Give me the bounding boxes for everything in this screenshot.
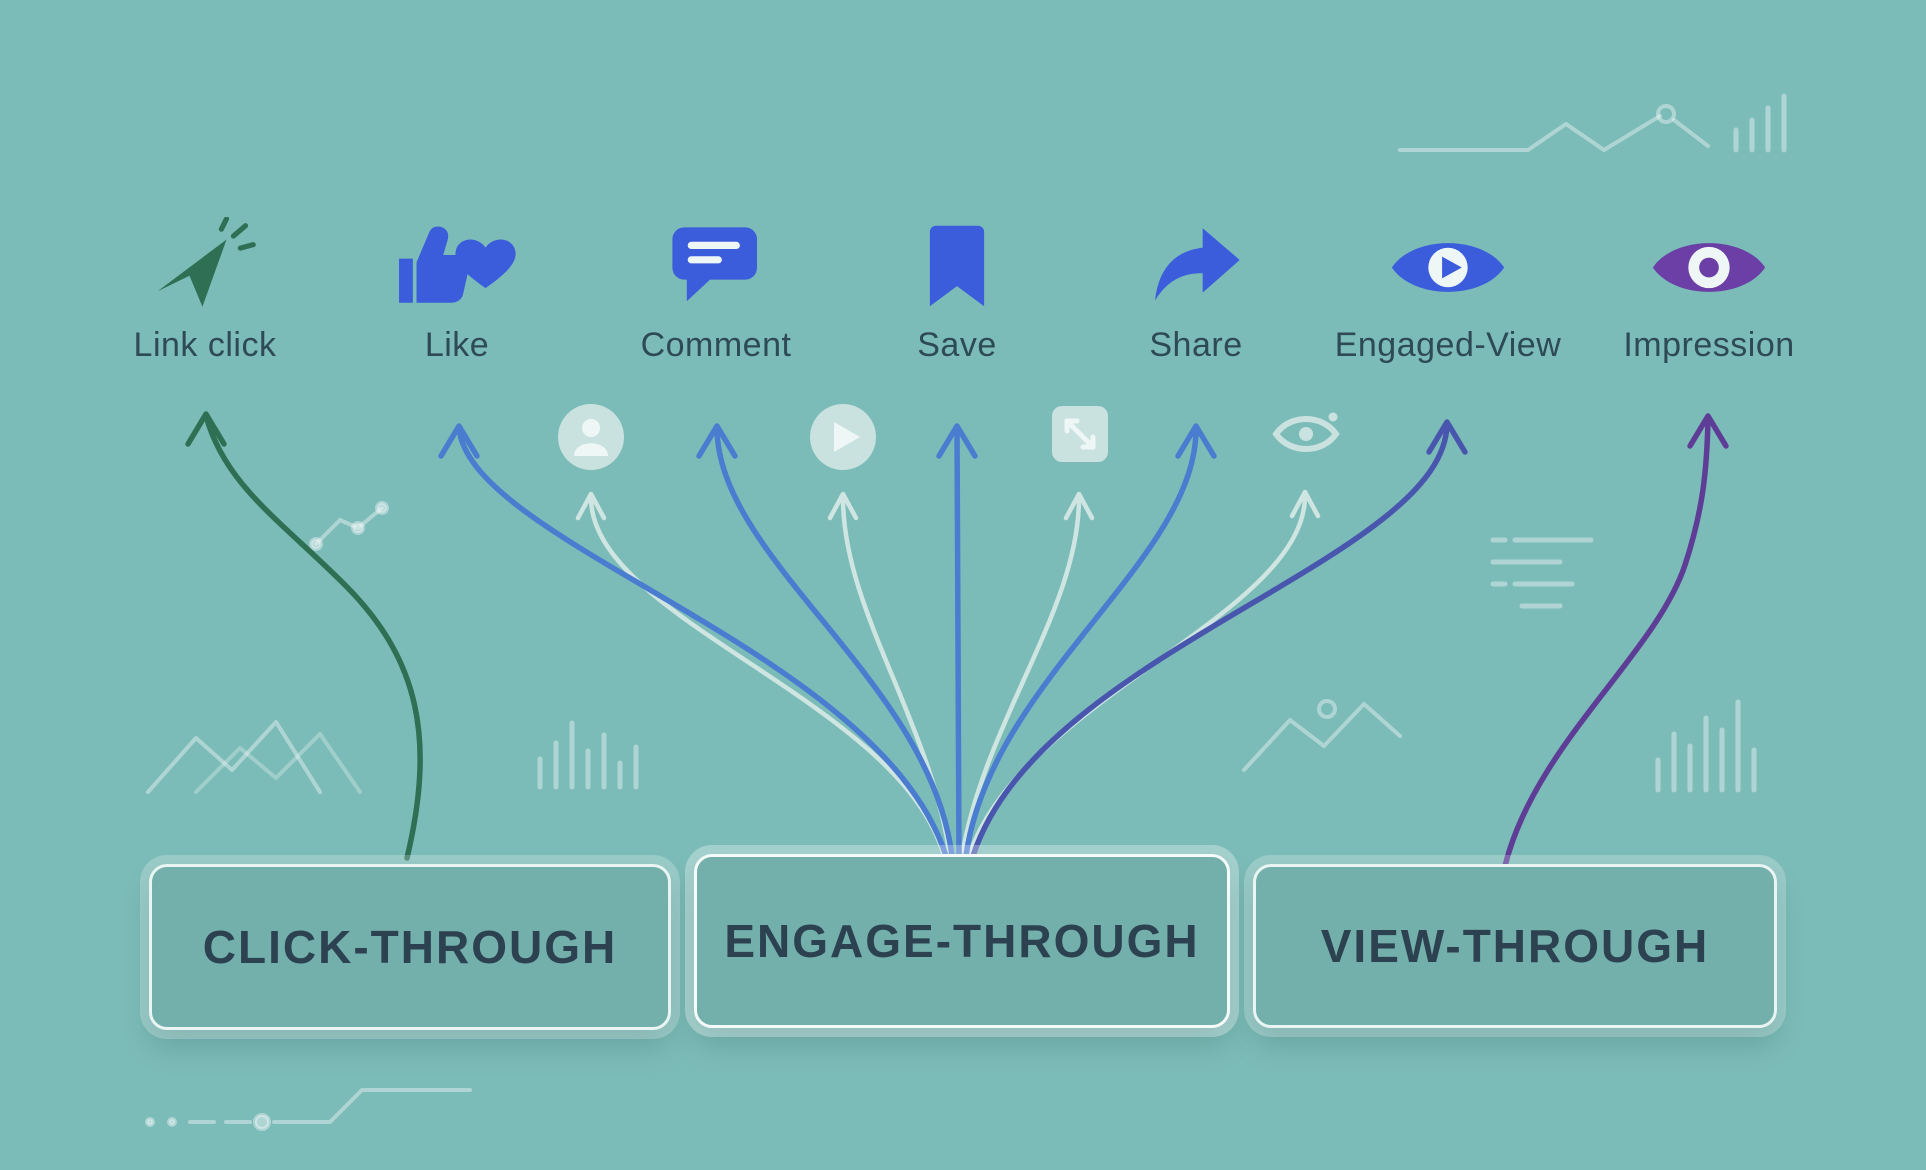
metric-engaged-view: Engaged-View [1318,208,1578,365]
decor-right-zigzag-chart [1242,699,1402,772]
decor-left-bar-chart [537,720,639,790]
bucket-click-through: CLICK-THROUGH [149,864,671,1030]
decor-top-right-bar-chart [1733,93,1787,153]
play-circle-icon [810,404,876,470]
decor-right-list-lines [1490,537,1594,609]
speech-bubble-icon [586,208,846,312]
cursor-click-icon [75,208,335,312]
arrow-click-through-to-link-click [185,411,423,861]
arrow-engage-to-view-mini [966,489,1321,859]
metric-label: Link click [133,326,277,364]
decor-bottom-left-mountain-chart [146,720,362,794]
arrow-engage-to-expand-mini [959,491,1095,859]
bucket-label: CLICK-THROUGH [202,921,618,973]
arrow-engage-to-share [963,423,1217,859]
bucket-label: ENGAGE-THROUGH [724,915,1200,967]
metric-like: Like [327,208,587,365]
bucket-label: VIEW-THROUGH [1320,920,1710,972]
arrow-engage-to-save [936,423,978,859]
bucket-view-through: VIEW-THROUGH [1253,864,1777,1028]
arrow-engage-to-comment [696,423,955,859]
bucket-engage-through: ENGAGE-THROUGH [694,854,1230,1028]
share-arrow-icon [1066,208,1326,312]
metric-label: Comment [640,326,792,364]
arrow-engage-to-engaged-view [970,419,1468,859]
thumb-heart-icon [327,208,587,312]
metric-link-click: Link click [75,208,335,365]
metric-label: Share [1149,326,1243,364]
decor-left-dotted-line-chart [309,501,389,551]
eye-icon [1579,208,1839,312]
expand-square-icon [1052,406,1108,462]
decor-right-bar-chart [1655,699,1757,793]
user-circle-icon [558,404,624,470]
eye-play-icon [1318,208,1578,312]
arrow-engage-to-video-mini [827,491,953,859]
decor-bottom-left-circuit-line [145,1088,472,1131]
metric-impression: Impression [1579,208,1839,365]
arrow-engage-to-profile-mini [575,491,947,859]
metric-label: Like [424,326,490,364]
metric-comment: Comment [586,208,846,365]
metric-save: Save [827,208,1087,365]
decor-top-right-line-chart [1398,104,1710,153]
metric-share: Share [1066,208,1326,365]
bookmark-icon [827,208,1087,312]
small-eye-icon [1272,412,1340,452]
arrow-view-through-to-impression [1502,413,1729,869]
metric-label: Engaged-View [1334,326,1562,364]
metric-label: Impression [1623,326,1795,364]
metric-label: Save [917,326,997,364]
arrow-engage-to-like [438,423,949,859]
